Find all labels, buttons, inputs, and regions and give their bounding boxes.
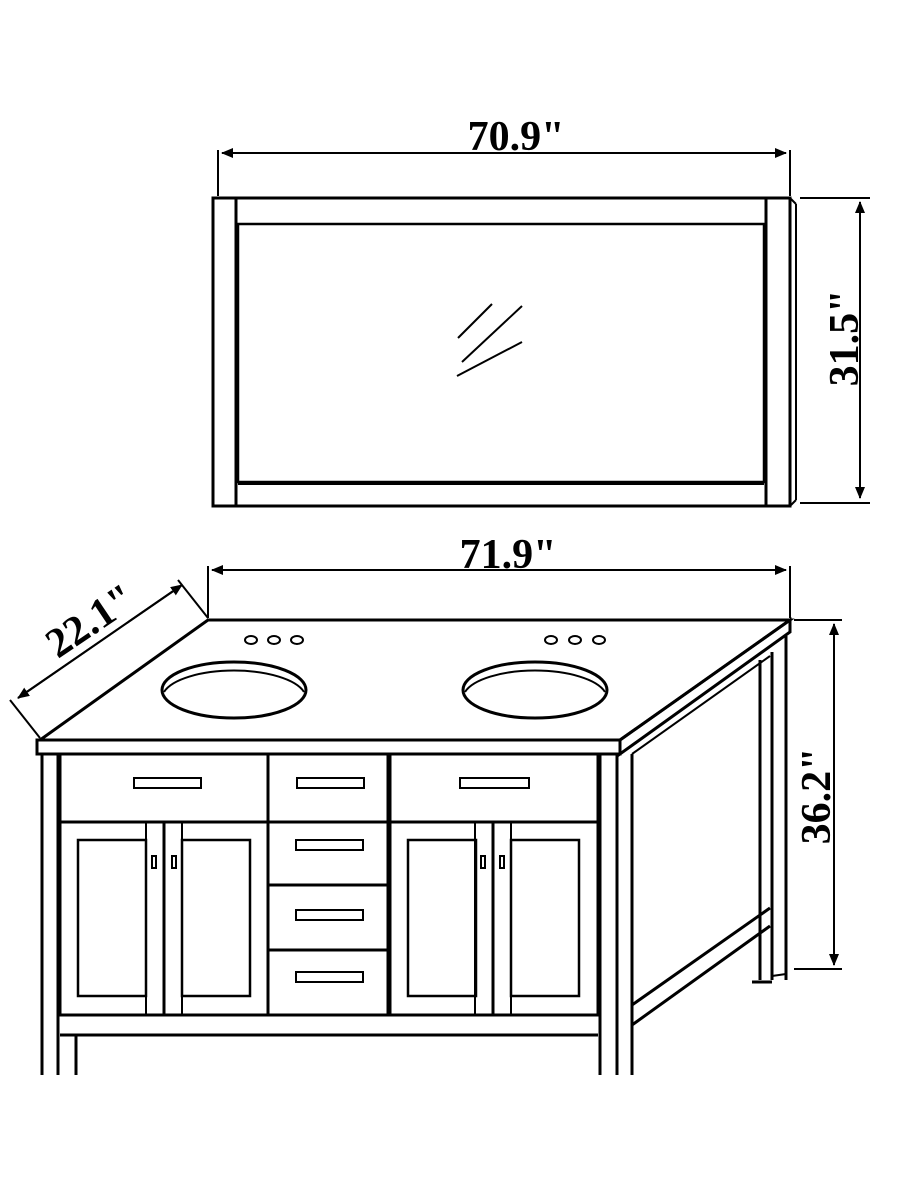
mirror-glare bbox=[456, 303, 523, 377]
vanity-width-dimension: 71.9" bbox=[207, 532, 791, 618]
vanity-width-label: 71.9" bbox=[460, 532, 557, 578]
mirror bbox=[211, 196, 797, 508]
drawer-handle bbox=[295, 909, 364, 921]
right-doors bbox=[388, 820, 600, 1017]
mirror-height-dimension: 31.5" bbox=[800, 197, 870, 504]
vanity-height-dimension: 36.2" bbox=[794, 619, 842, 970]
vanity bbox=[35, 617, 795, 1075]
drawer-handle bbox=[459, 777, 530, 789]
left-sink bbox=[160, 660, 308, 720]
vanity-side-frame bbox=[631, 636, 788, 1027]
vanity-depth-dimension: 22.1" bbox=[9, 575, 209, 739]
vanity-depth-label: 22.1" bbox=[38, 575, 144, 667]
drawer-handle bbox=[296, 777, 365, 789]
mirror-height-label: 31.5" bbox=[822, 290, 868, 387]
drawer-handle bbox=[295, 971, 364, 983]
right-faucet-holes bbox=[544, 635, 606, 645]
left-doors bbox=[58, 820, 270, 1017]
drawer-handle bbox=[133, 777, 202, 789]
right-sink bbox=[461, 660, 609, 720]
drawer-handle bbox=[295, 839, 364, 851]
mirror-width-label: 70.9" bbox=[468, 114, 565, 160]
mirror-width-dimension: 70.9" bbox=[217, 114, 791, 196]
left-faucet-holes bbox=[244, 635, 304, 645]
vanity-height-label: 36.2" bbox=[794, 748, 840, 845]
